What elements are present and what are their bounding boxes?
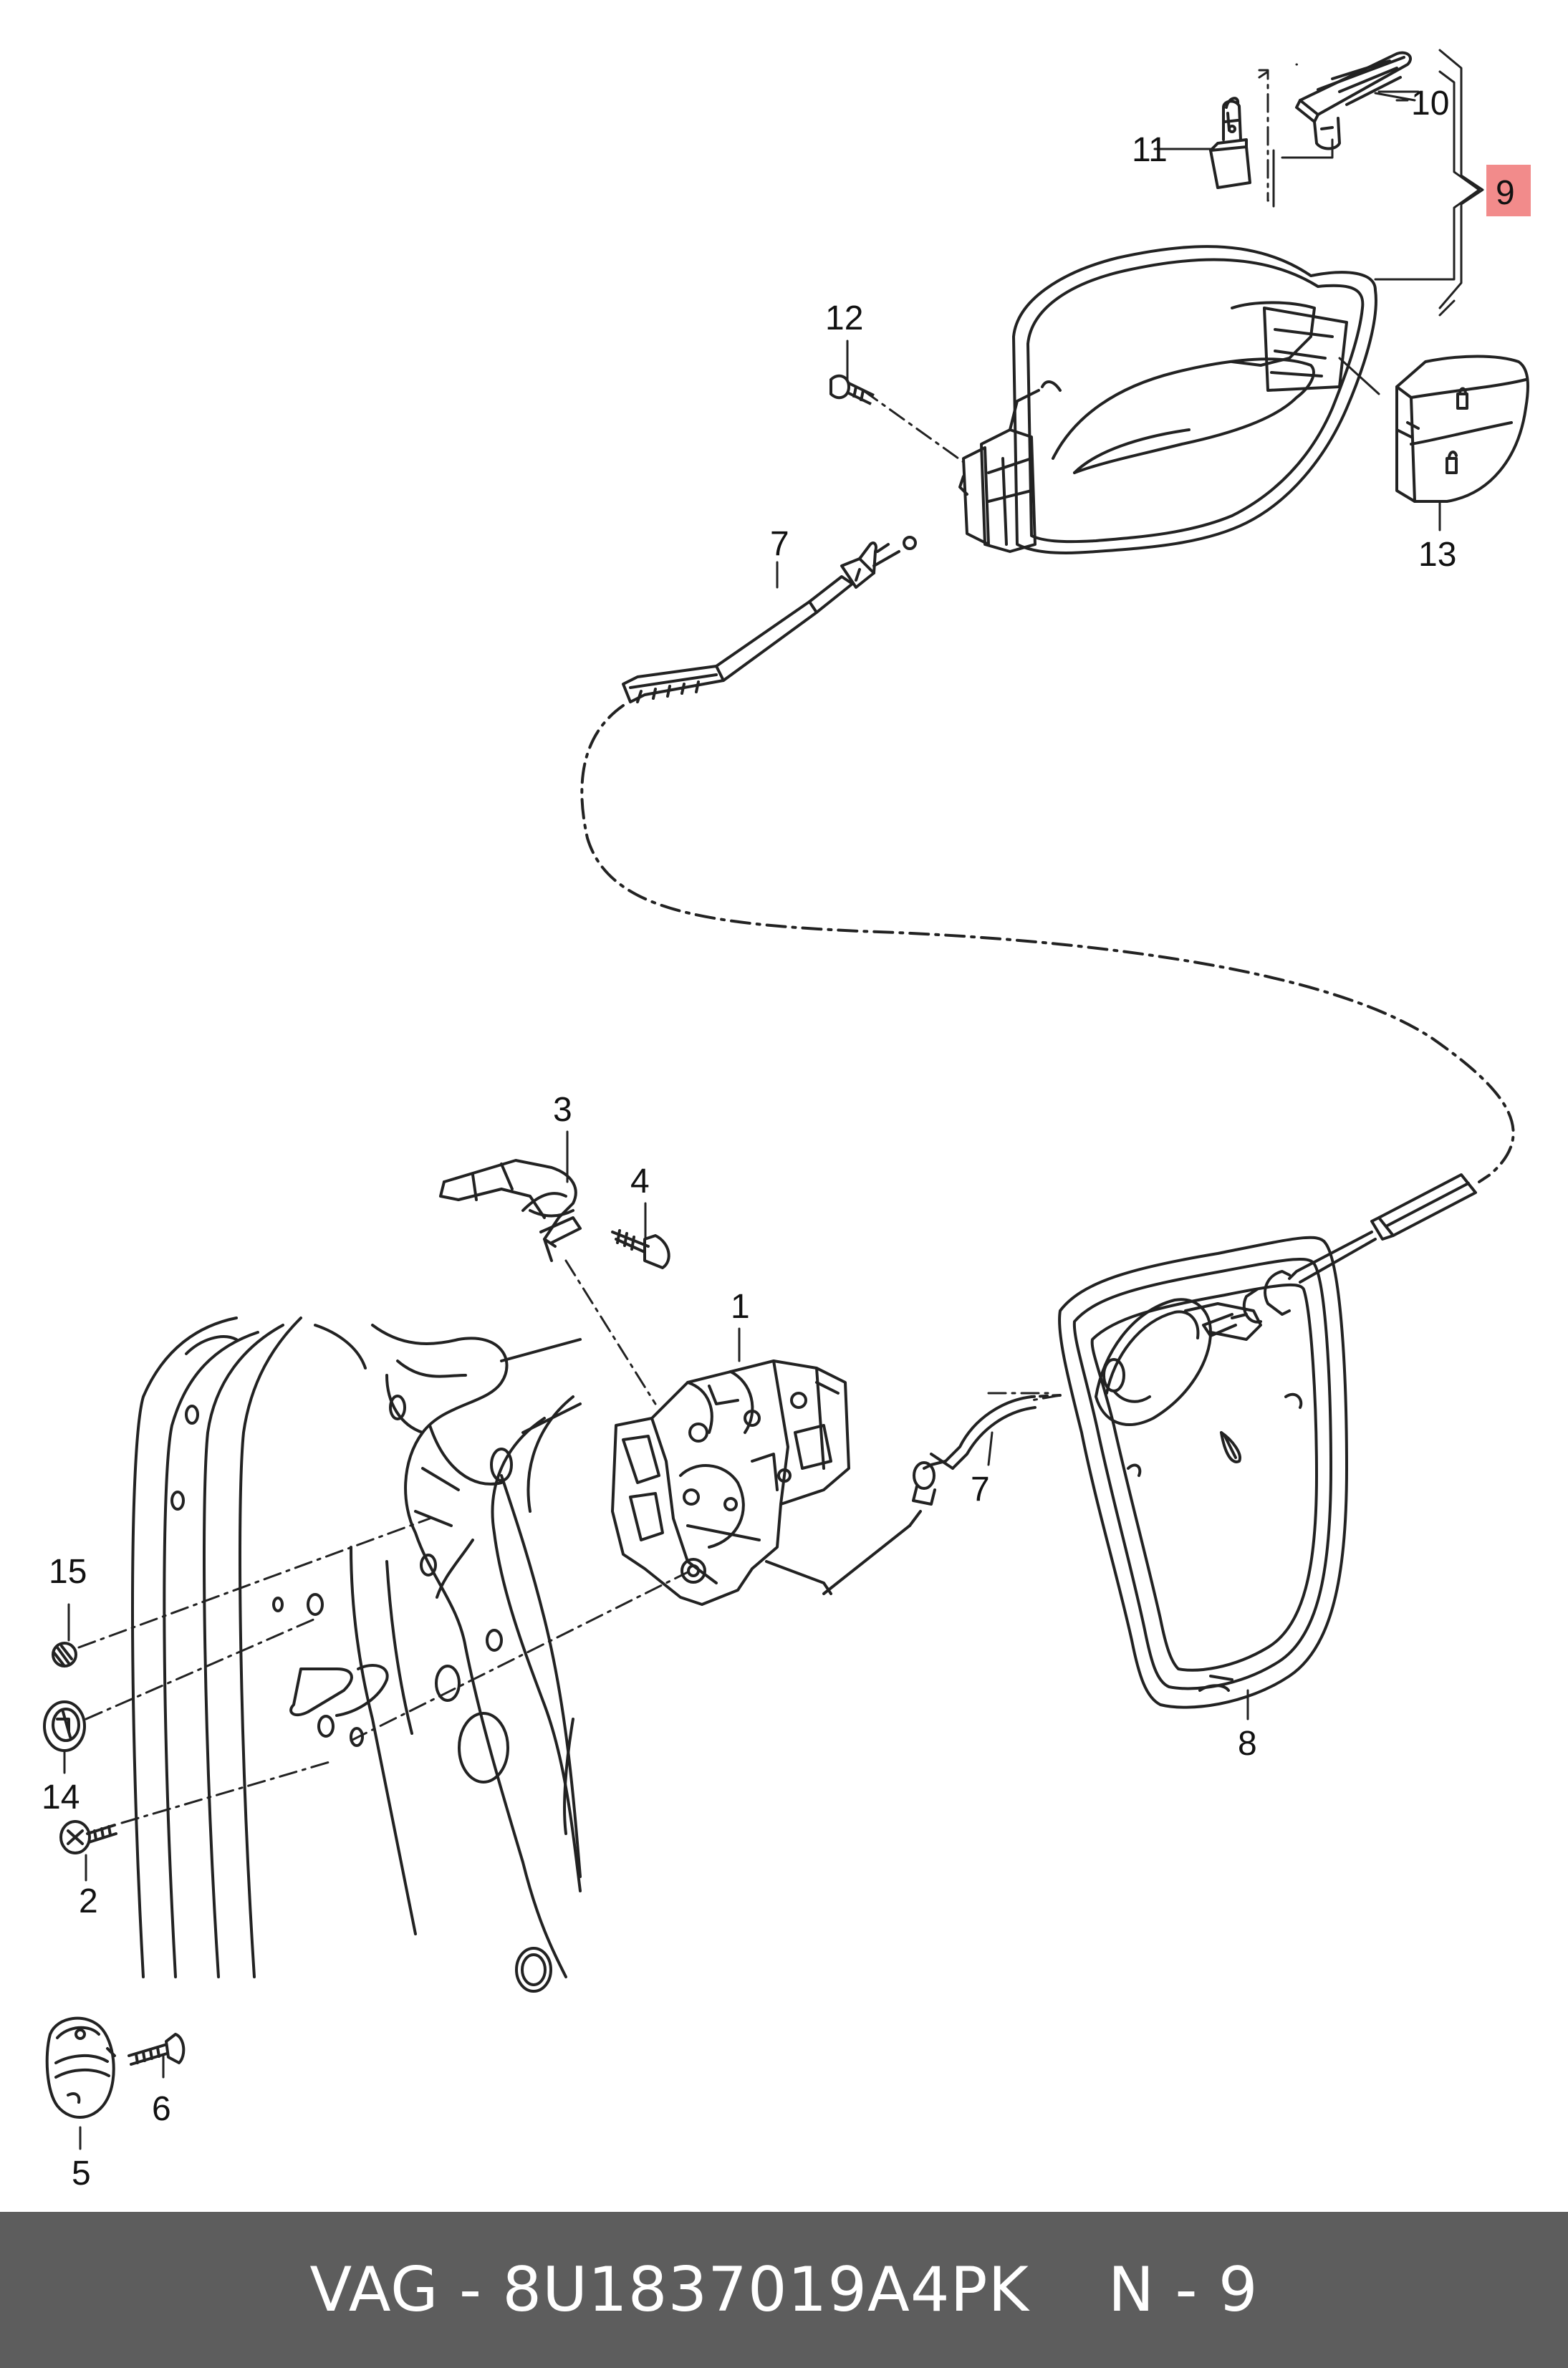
striker-plate — [45, 2016, 116, 2119]
callout-10: 10 — [1411, 85, 1449, 122]
cable-route-dashed — [580, 704, 1515, 1183]
screw-2 — [59, 1820, 117, 1854]
screw-12 — [829, 374, 875, 405]
guide-lines — [77, 63, 1298, 1824]
callout-11: 11 — [1132, 131, 1168, 169]
grommet-14 — [43, 1700, 86, 1752]
lock-switch — [1395, 355, 1529, 503]
lower-cable — [923, 1173, 1477, 1470]
door-lock — [611, 1359, 936, 1606]
inner-door-handle — [958, 245, 1377, 554]
callout-9: 9 — [1496, 174, 1515, 212]
callout-12: 12 — [825, 299, 863, 337]
light-guide — [1295, 51, 1412, 150]
callout-8: 8 — [1238, 1725, 1257, 1763]
screw-4 — [611, 1229, 670, 1269]
callout-7a: 7 — [770, 525, 789, 563]
handle-frame — [1058, 1236, 1348, 1709]
callout-labels: 1 2 3 4 5 6 7 7 8 9 10 11 12 13 14 15 — [42, 85, 1515, 2193]
door-frame — [131, 1317, 582, 1993]
callout-5: 5 — [72, 2155, 91, 2193]
callout-13: 13 — [1418, 536, 1456, 574]
callout-14: 14 — [42, 1779, 80, 1816]
callout-6: 6 — [152, 2090, 171, 2128]
exploded-parts-diagram: 1 2 3 4 5 6 7 7 8 9 10 11 12 13 14 15 — [42, 49, 1531, 2193]
upper-cable — [622, 536, 917, 703]
callout-4: 4 — [630, 1163, 650, 1200]
callout-1: 1 — [731, 1288, 750, 1326]
part-number: VAG - 8U1837019A4PK — [309, 2254, 1029, 2326]
callout-15: 15 — [49, 1553, 87, 1591]
plug-15 — [52, 1642, 77, 1667]
group-dashed-box — [1258, 69, 1269, 202]
callout-3: 3 — [553, 1091, 572, 1129]
bulb-holder — [1209, 97, 1251, 189]
part-number-footer: VAG - 8U1837019A4PK N - 9 — [0, 2212, 1568, 2368]
diagram-ref: N - 9 — [1107, 2254, 1259, 2326]
callout-7b: 7 — [971, 1471, 990, 1508]
callout-9-highlight — [1486, 165, 1531, 216]
leader-lines — [63, 70, 1481, 2150]
group-bracket — [1438, 49, 1484, 309]
cable-bracket — [439, 1159, 582, 1262]
screw-6 — [128, 2033, 186, 2066]
callout-2: 2 — [79, 1882, 98, 1920]
